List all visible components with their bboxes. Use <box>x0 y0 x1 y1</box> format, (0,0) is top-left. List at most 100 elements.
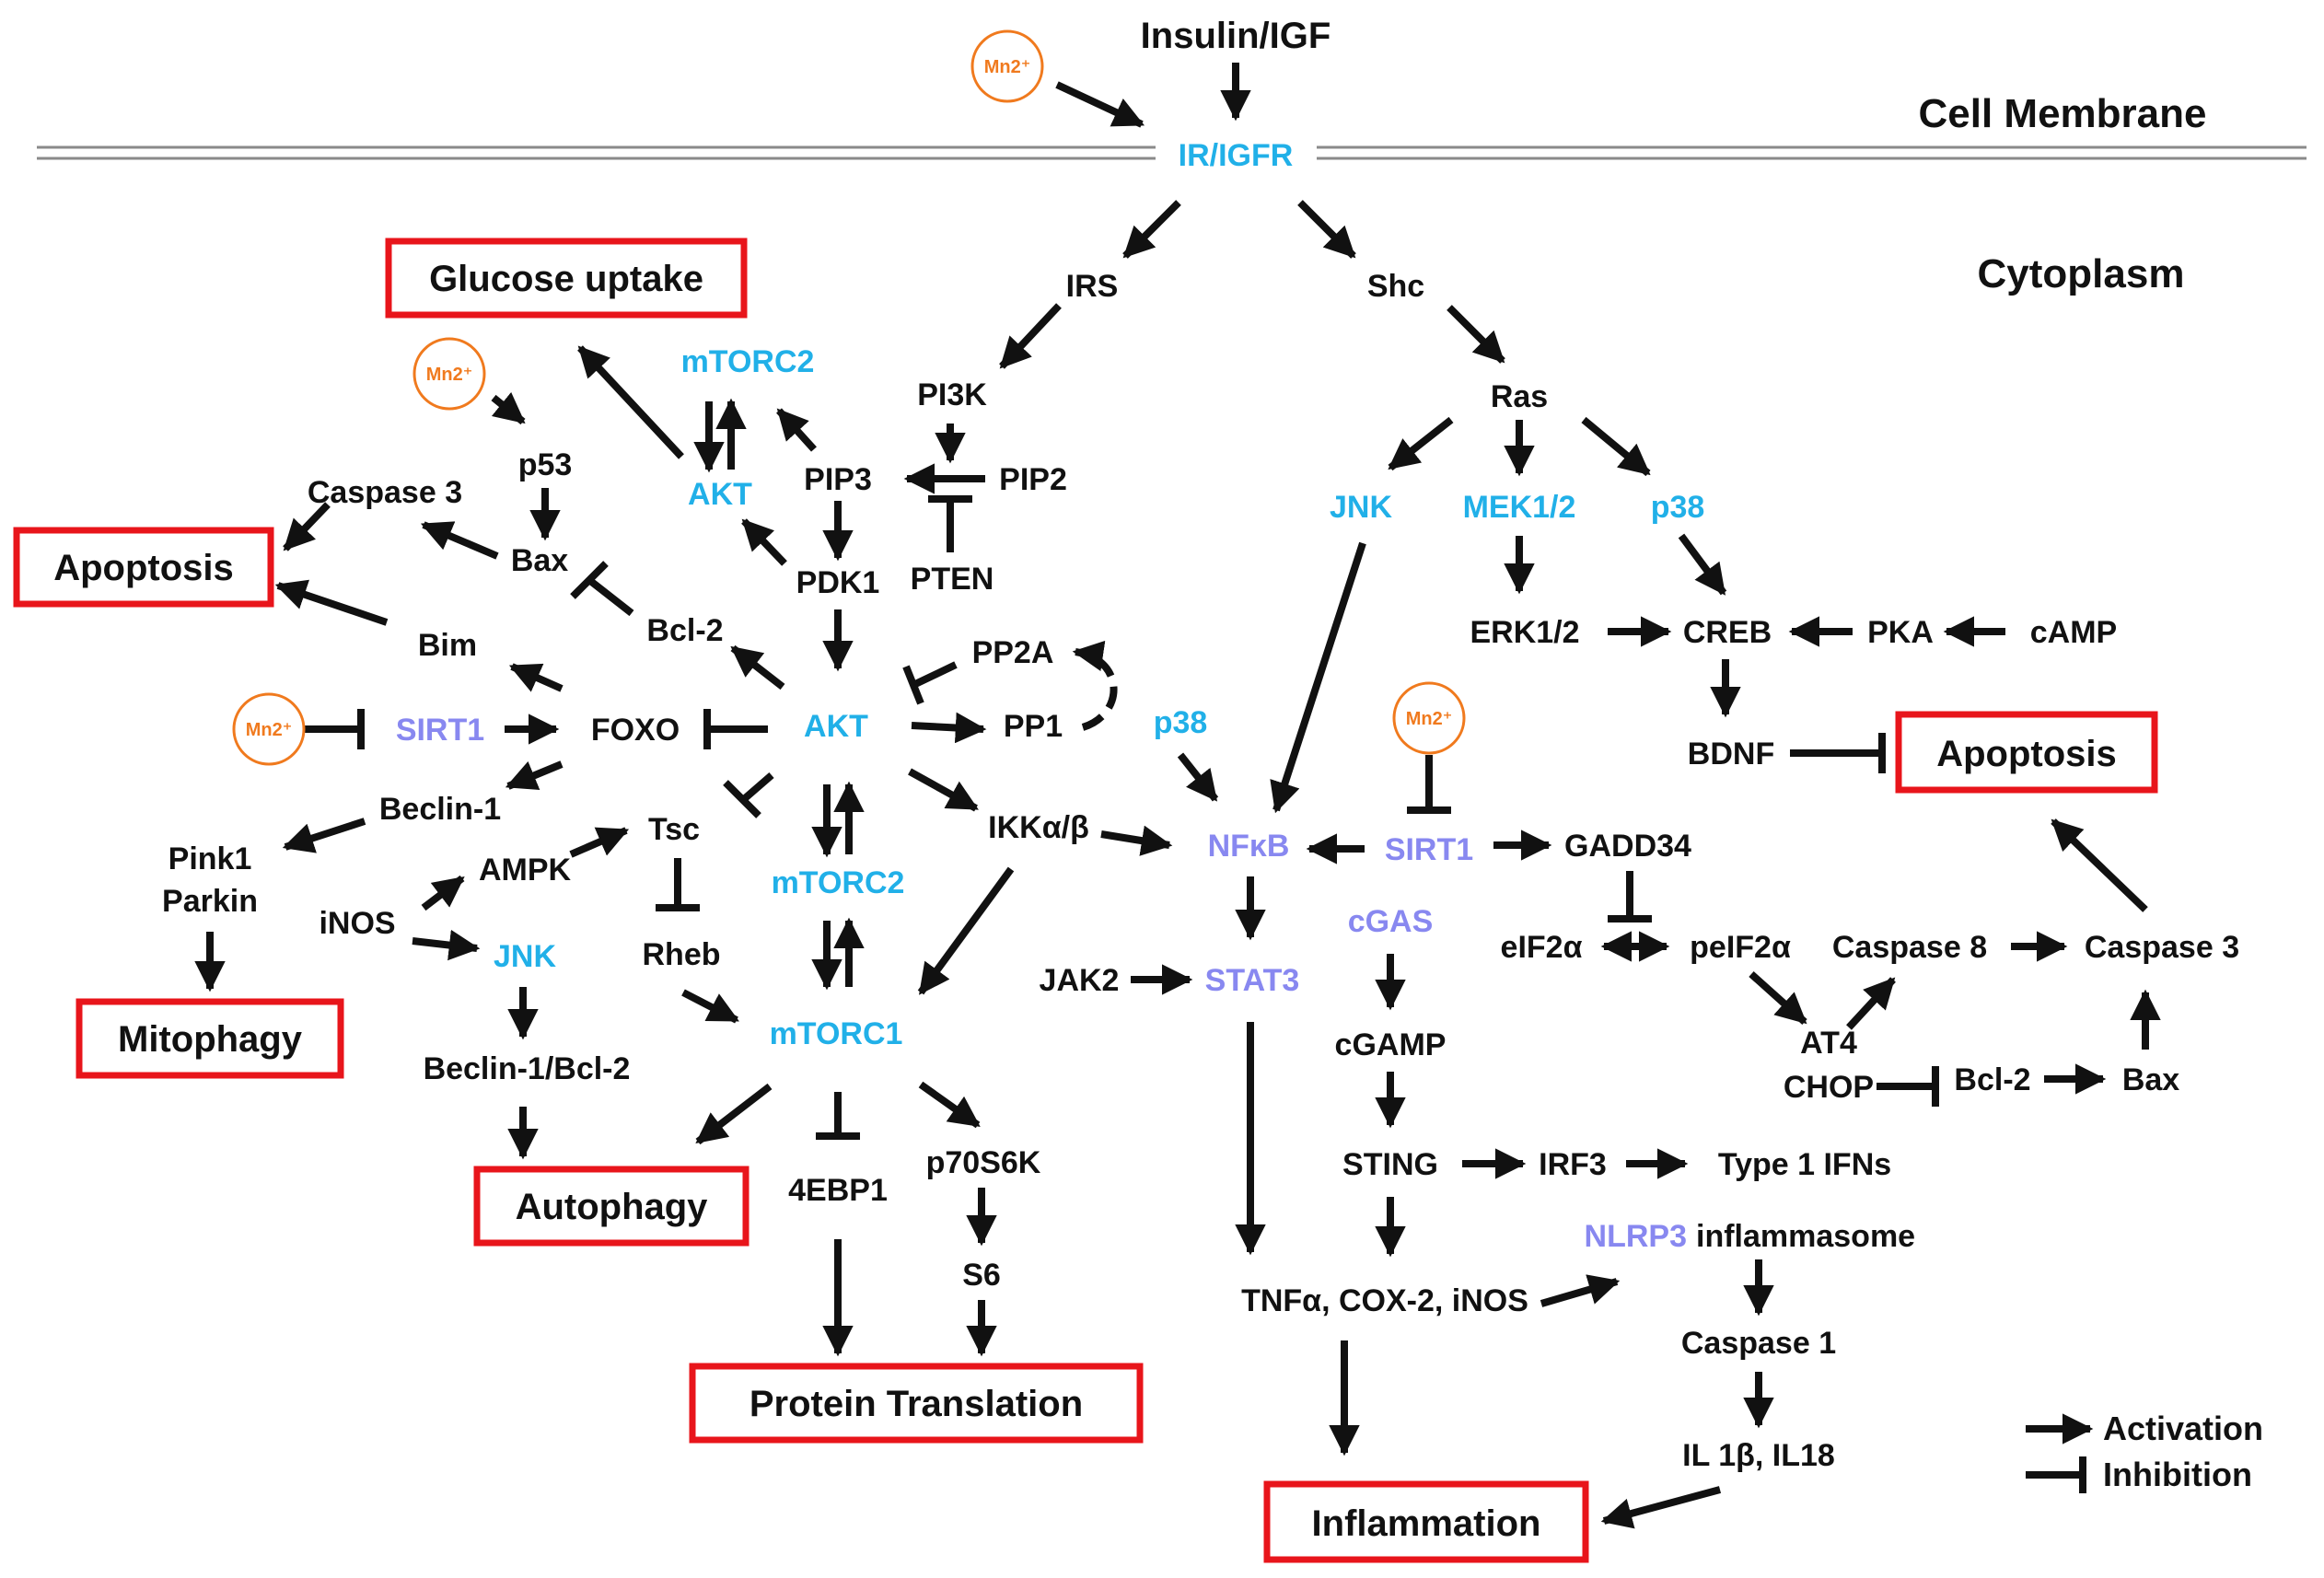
node-jak2: JAK2 <box>1040 963 1120 998</box>
edge-irs-to-pi3k <box>999 303 1062 369</box>
node-ikk: IKKα/β <box>988 810 1089 845</box>
edge-ampk-to-tsc <box>569 827 630 858</box>
node-akt-top: AKT <box>688 477 752 512</box>
autophagy-box <box>473 1166 749 1247</box>
node-il1b-il18: IL 1β, IL18 <box>1682 1438 1835 1473</box>
node-beclin-bcl2: Beclin-1/Bcl-2 <box>424 1051 631 1086</box>
autophagy-label: Autophagy <box>516 1187 709 1227</box>
edge-bim-to-apoptosis <box>274 579 389 626</box>
node-jnk-left: JNK <box>494 939 556 974</box>
node-mtorc2-center: mTORC2 <box>772 865 905 900</box>
edge-receptor-to-irs <box>1122 200 1181 259</box>
node-bax-left: Bax <box>511 543 568 578</box>
edge-jnk-to-nfkb <box>1270 541 1366 814</box>
node-pip3: PIP3 <box>804 462 872 497</box>
node-labels: IRS Shc PI3K PIP3 PIP2 PTEN PDK1 mTORC2 … <box>162 269 2239 1473</box>
node-beclin1: Beclin-1 <box>379 792 501 827</box>
node-pink1: Pink1 <box>168 841 252 876</box>
mn-circle-sirt1: Mn2⁺ <box>232 692 306 766</box>
edge-bax-to-apoptosis <box>283 502 331 551</box>
node-bim: Bim <box>418 628 477 663</box>
edge-rheb-to-mtorc1 <box>681 989 739 1024</box>
node-mtorc2-top: mTORC2 <box>681 344 815 379</box>
mn-label: Mn2⁺ <box>426 365 473 385</box>
inhibit-pp2a-akt <box>912 661 958 689</box>
protein-translation-box <box>689 1363 1144 1444</box>
glucose-uptake-label: Glucose uptake <box>429 259 703 299</box>
node-pp2a: PP2A <box>972 635 1054 670</box>
node-p70s6k: p70S6K <box>926 1145 1041 1180</box>
node-pdk1: PDK1 <box>796 565 880 600</box>
node-stat3: STAT3 <box>1205 963 1300 998</box>
edge-mn-to-p53 <box>491 391 526 425</box>
node-camp: cAMP <box>2030 615 2117 650</box>
node-ras: Ras <box>1491 379 1548 414</box>
node-caspase3-left: Caspase 3 <box>308 475 462 510</box>
edge-peif2a-to-at4 <box>1749 971 1807 1025</box>
inhibit-bcl2-bax-bar <box>570 561 609 599</box>
node-pka: PKA <box>1867 615 1934 650</box>
node-at4: AT4 <box>1800 1026 1857 1061</box>
node-chop: CHOP <box>1784 1070 1874 1105</box>
mitophagy-box <box>76 998 344 1079</box>
inhibit-akt-tsc <box>741 772 774 803</box>
node-bdnf: BDNF <box>1688 737 1774 772</box>
receptor-ir-igfr: IR/IGFR <box>1179 138 1294 173</box>
legend: Activation Inhibition <box>2103 1410 2263 1493</box>
edge-foxo-to-bim <box>508 663 564 692</box>
node-parkin: Parkin <box>162 884 258 919</box>
node-creb: CREB <box>1683 615 1772 650</box>
edge-mtorc1-to-p70s6k <box>918 1081 981 1129</box>
edge-ikk-to-nfkb <box>1100 825 1173 856</box>
mn-label: Mn2⁺ <box>984 57 1031 77</box>
node-caspase3-right: Caspase 3 <box>2085 930 2239 965</box>
cytoplasm-label: Cytoplasm <box>1978 251 2185 296</box>
edge-ras-to-jnk <box>1388 416 1454 471</box>
glucose-uptake-box <box>385 238 748 319</box>
edge-at4-to-caspase8 <box>1846 977 1896 1030</box>
inhibit-bcl2-bax <box>587 576 634 617</box>
apoptosis-left-box <box>13 527 274 608</box>
node-type1-ifns: Type 1 IFNs <box>1718 1147 1891 1182</box>
protein-translation-label: Protein Translation <box>749 1384 1083 1424</box>
outcome-boxes: Glucose uptake Apoptosis Mitophagy Autop… <box>13 238 2158 1563</box>
edge-mtorc1-to-autophagy <box>695 1083 773 1145</box>
edge-pip3-to-mtorc2 <box>776 408 817 452</box>
node-shc: Shc <box>1367 269 1424 304</box>
node-sting: STING <box>1342 1147 1438 1182</box>
cell-membrane-label: Cell Membrane <box>1919 91 2207 136</box>
edge-akt-to-bcl2 <box>730 644 785 690</box>
node-peif2a: peIF2α <box>1690 930 1791 965</box>
edge-inos-to-ampk <box>421 875 465 911</box>
mn-circle-p53: Mn2⁺ <box>413 337 486 411</box>
node-irs: IRS <box>1066 269 1119 304</box>
manganese-markers: Mn2⁺ Mn2⁺ Mn2⁺ Mn2⁺ <box>232 29 1466 766</box>
edge-pp1-to-pp2a <box>1072 640 1118 731</box>
node-cgas: cGAS <box>1348 904 1434 939</box>
edge-akt-to-ikk <box>908 768 979 812</box>
edge-tnf-to-nlrp3 <box>1540 1274 1621 1307</box>
node-bcl2-left: Bcl-2 <box>646 613 723 648</box>
apoptosis-right-box <box>1895 711 2158 794</box>
node-sirt1-right: SIRT1 <box>1385 832 1473 867</box>
header-labels: Insulin/IGF Cell Membrane Cytoplasm IR/I… <box>1141 16 2207 296</box>
node-mtorc1: mTORC1 <box>770 1016 903 1051</box>
node-4ebp1: 4EBP1 <box>788 1173 888 1208</box>
inflammation-label: Inflammation <box>1312 1503 1541 1544</box>
node-akt-center: AKT <box>804 709 868 744</box>
node-pp1: PP1 <box>1004 709 1063 744</box>
node-nfkb: NFκB <box>1208 829 1290 864</box>
edge-akt-to-pp1 <box>911 712 987 744</box>
node-irf3: IRF3 <box>1539 1147 1607 1182</box>
edge-akt-to-glucose <box>577 345 684 459</box>
node-ampk: AMPK <box>479 853 572 888</box>
node-p53: p53 <box>518 447 573 482</box>
edge-p38-to-creb <box>1678 533 1727 596</box>
node-jnk-right: JNK <box>1330 490 1392 525</box>
edge-ras-to-p38 <box>1581 416 1651 477</box>
inhibit-akt-tsc-bar <box>723 780 761 818</box>
inhibit-pp2a-akt-bar <box>902 665 924 705</box>
pathway-edges <box>194 63 2161 1529</box>
node-tnf-cox2-inos: TNFα, COX-2, iNOS <box>1241 1283 1528 1318</box>
